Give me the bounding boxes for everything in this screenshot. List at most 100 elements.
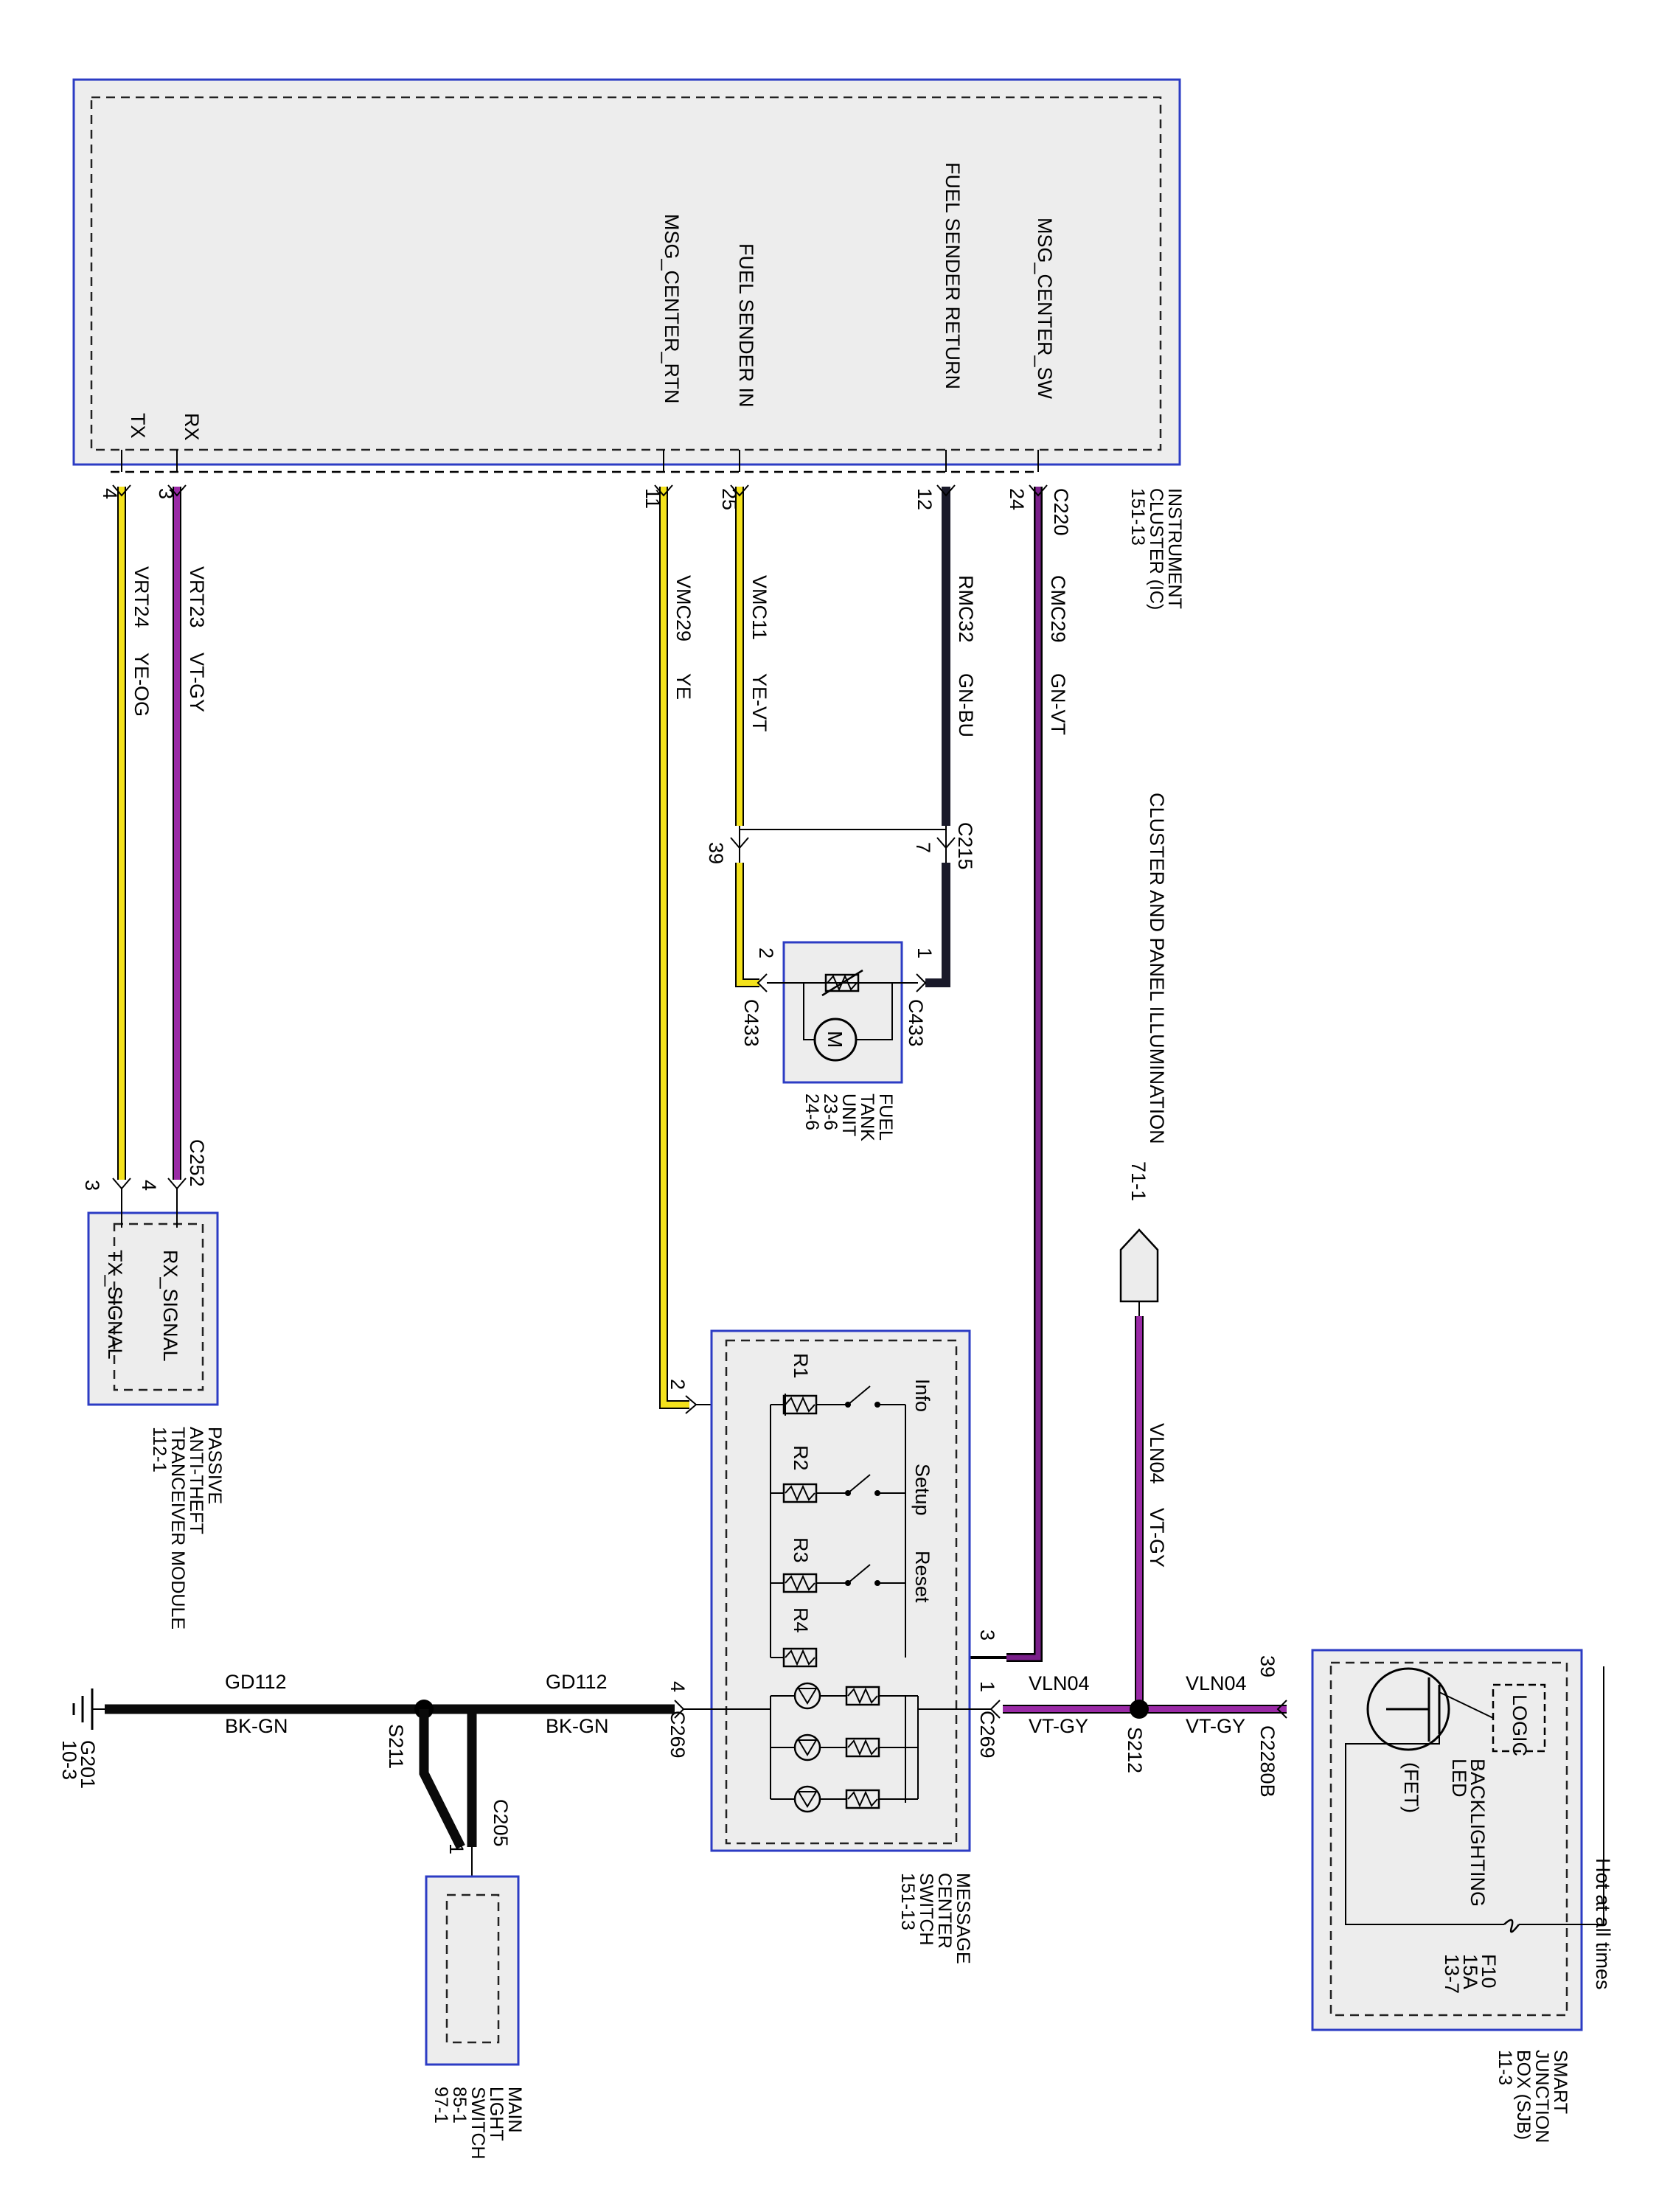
pats-pin-3: 3 [81, 1180, 103, 1191]
wire-vrt23-circuit: VRT23 [186, 566, 208, 628]
wire-vmc11-circuit: VMC11 [748, 575, 771, 640]
ground-ref: 10-3 [58, 1740, 80, 1780]
ic-pin-4: 4 [99, 488, 121, 499]
msg-switch-pin-1: 1 [976, 1681, 998, 1692]
fuel-tank-name-3: UNIT [838, 1093, 859, 1136]
ic-signal-msg-center-sw: MSG_CENTER_SW [1034, 218, 1056, 400]
instrument-cluster-module: TX RX MSG_CENTER_RTN FUEL SENDER IN FUEL… [72, 78, 1185, 610]
sjb-name-1: SMART [1550, 2050, 1571, 2114]
resistor-label-r3: R3 [790, 1537, 812, 1563]
resistor-label-r1: R1 [790, 1353, 812, 1379]
sjb-name-4: 11-3 [1495, 2050, 1515, 2085]
sjb-name-2: JUNCTION [1531, 2050, 1552, 2143]
ic-pin-24: 24 [1006, 488, 1028, 510]
msg-switch-c269-right: C269 [976, 1711, 998, 1759]
splice-s212: S212 [1124, 1727, 1146, 1773]
c215-pin-39: 39 [705, 842, 727, 864]
pats-name-3: TRANCEIVER MODULE [167, 1427, 188, 1630]
vln04-vertical-circuit: VLN04 [1146, 1423, 1168, 1484]
pats-name-2: ANTI-THEFT [186, 1427, 206, 1534]
wire-cmc29-circuit: CMC29 [1047, 575, 1069, 643]
illumination-reference: CLUSTER AND PANEL ILLUMINATION 71-1 [1119, 793, 1168, 1303]
switch-label-reset: Reset [911, 1551, 933, 1603]
vln04-right-color: VT-GY [1186, 1715, 1245, 1737]
wire-rmc32-circuit: RMC32 [955, 575, 977, 643]
wire-rmc32: 12 RMC32 GN-BU [914, 450, 977, 987]
illumination-ref: 71-1 [1127, 1161, 1150, 1201]
mls-name-1: MAIN [504, 2087, 525, 2133]
fuel-tank-c433-right: C433 [905, 999, 927, 1047]
pats-module: RX_SIGNAL TX_SIGNAL C252 4 3 PASSIVE ANT… [81, 1139, 225, 1630]
wire-vln04-vertical: VLN04 VT-GY [1135, 1301, 1168, 1709]
c215-name: C215 [954, 822, 976, 870]
msg-switch-c269-left: C269 [667, 1711, 689, 1759]
ic-pin-25: 25 [718, 488, 740, 510]
gd112-left-color: BK-GN [225, 1715, 288, 1737]
sjb-hot-at-all-times: Hot at all times [1592, 1858, 1614, 1990]
vln04-vertical-color: VT-GY [1146, 1508, 1168, 1568]
gd112-right-color: BK-GN [546, 1715, 609, 1737]
pats-pin-4: 4 [138, 1180, 160, 1191]
resistor-label-r4: R4 [790, 1607, 812, 1633]
ic-name-line-2: CLUSTER (IC) [1146, 488, 1166, 610]
fuel-tank-pin-1: 1 [914, 947, 936, 959]
mls-pin-1: 1 [445, 1843, 467, 1854]
ic-signal-rx: RX [181, 413, 203, 441]
fuel-tank-name-4: 23-6 [820, 1093, 841, 1130]
pats-tx-signal: TX_SIGNAL [104, 1250, 126, 1360]
msg-switch-name-4: 151-13 [897, 1873, 918, 1930]
gd112-left-circuit: GD112 [225, 1671, 287, 1693]
mls-name-3: SWITCH [467, 2087, 488, 2160]
ground-name: G201 [77, 1740, 99, 1789]
wire-vmc29-circuit: VMC29 [672, 575, 695, 641]
wire-vmc29-color: YE [672, 673, 695, 700]
connector-c215: C215 39 7 [705, 822, 976, 870]
main-light-switch: C205 1 MAIN LIGHT SWITCH 85-1 97-1 [425, 1799, 525, 2160]
pats-connector-c252: C252 [186, 1139, 208, 1187]
illumination-title: CLUSTER AND PANEL ILLUMINATION [1146, 793, 1168, 1144]
smart-junction-box: LOGIC BACKLIGHTING LED (FET) F10 15A 13-… [1256, 1649, 1614, 2143]
sjb-fuse-line-3: 13-7 [1441, 1954, 1463, 1994]
splice-s211: S211 [385, 1724, 407, 1769]
vln04-right-circuit: VLN04 [1186, 1672, 1247, 1694]
sjb-pin-39: 39 [1256, 1655, 1279, 1677]
mls-name-2: LIGHT [486, 2087, 507, 2141]
wire-vrt24: 4 VRT24 YE-OG [99, 450, 153, 1190]
ground-g201: G201 10-3 [58, 1688, 105, 1789]
msg-switch-pin-3: 3 [976, 1630, 998, 1641]
fuel-tank-name-5: 24-6 [801, 1093, 822, 1130]
wire-rmc32-color: GN-BU [955, 673, 977, 737]
led-1 [771, 1682, 918, 1710]
msg-switch-pin-2: 2 [667, 1379, 689, 1390]
fuel-tank-name-2: TANK [857, 1093, 877, 1141]
fuel-tank-unit: M 2 1 C433 C433 FUEL TANK UNIT 23-6 24-6 [740, 941, 936, 1141]
sjb-fuse-line-2: 15A [1459, 1954, 1481, 1989]
wire-vmc11: 25 VMC11 YE-VT [718, 450, 771, 987]
sjb-connector-c2280b: C2280B [1256, 1725, 1279, 1798]
vln04-left-circuit: VLN04 [1029, 1672, 1090, 1694]
fuel-tank-name-1: FUEL [875, 1093, 896, 1141]
sjb-name-3: BOX (SJB) [1513, 2050, 1534, 2140]
switch-label-info: Info [911, 1379, 933, 1412]
sjb-fuse-line-1: F10 [1478, 1954, 1500, 1989]
mls-name-4: 85-1 [449, 2087, 470, 2124]
sjb-fet: (FET) [1400, 1762, 1422, 1813]
resistor-label-r2: R2 [790, 1445, 812, 1471]
switch-label-setup: Setup [911, 1464, 933, 1516]
ic-signal-fuel-sender-return: FUEL SENDER RETURN [942, 162, 964, 389]
mls-name-5: 97-1 [431, 2087, 451, 2124]
pats-name-1: PASSIVE [204, 1427, 225, 1504]
fuel-tank-pin-2: 2 [755, 947, 777, 959]
msg-switch-name-2: CENTER [934, 1873, 955, 1949]
ic-name-line-3: 151-13 [1127, 488, 1148, 546]
led-2 [771, 1733, 918, 1761]
mls-connector-c205: C205 [490, 1799, 512, 1847]
fuel-tank-c433-left: C433 [740, 999, 762, 1047]
msg-switch-name-1: MESSAGE [953, 1873, 973, 1964]
pats-rx-signal: RX_SIGNAL [159, 1250, 181, 1362]
ic-signal-tx: TX [127, 413, 149, 439]
c215-pin-7: 7 [912, 842, 934, 853]
fuel-motor-symbol: M [824, 1031, 846, 1048]
ic-pin-12: 12 [914, 488, 936, 510]
